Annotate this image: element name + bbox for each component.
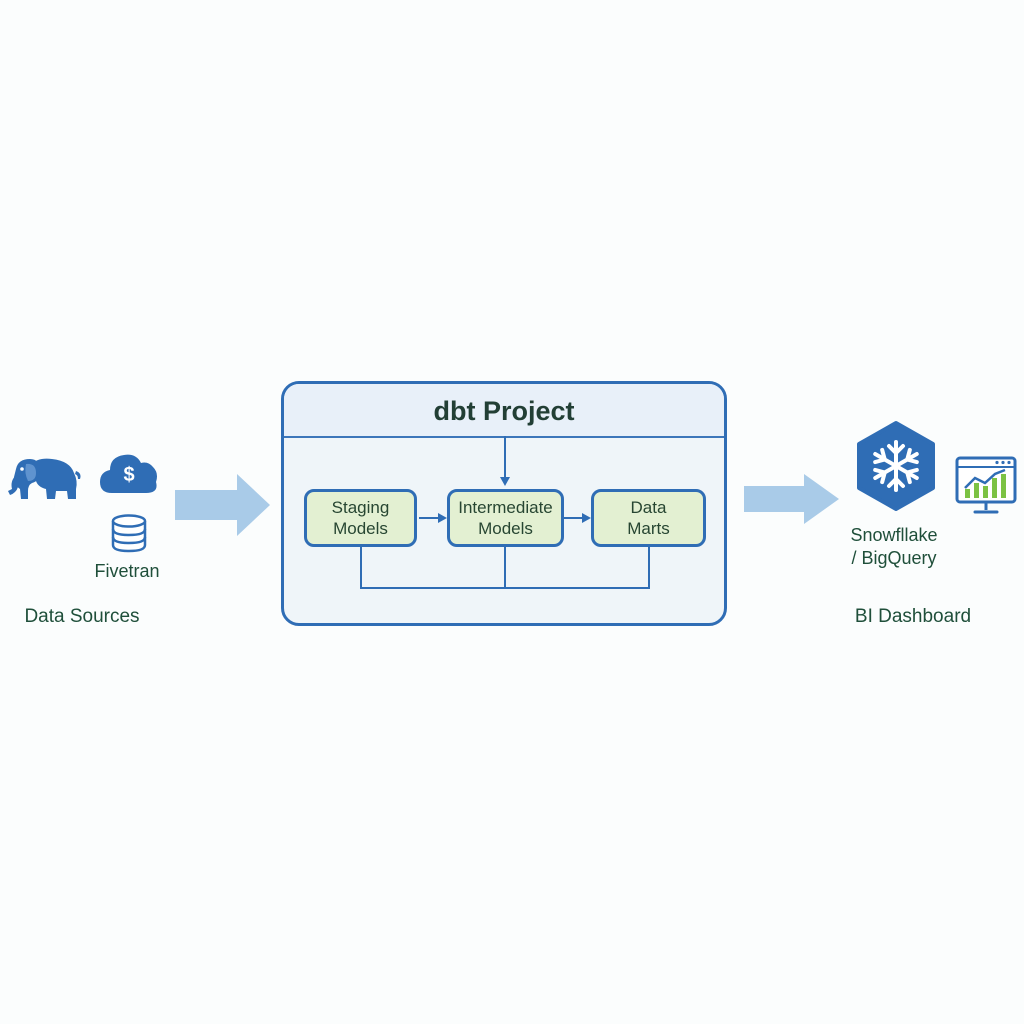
snowflake-hexagon-icon [857, 421, 935, 511]
cloud-dollar-icon: $ [100, 454, 157, 493]
dbt-project-title: dbt Project [433, 396, 575, 426]
flow-arrow-to-warehouse [744, 474, 839, 524]
fivetran-label: Fivetran [94, 561, 160, 581]
dbt-project-header: dbt Project [284, 384, 724, 438]
staging-models-box: Staging Models [304, 489, 417, 547]
flow-arrow-to-project [175, 474, 270, 536]
warehouse-label-line1: Snowfllake [850, 525, 938, 545]
data-marts-box: Data Marts [591, 489, 706, 547]
intermediate-models-label: Intermediate Models [458, 498, 553, 538]
warehouse-label-line2: / BigQuery [851, 548, 937, 568]
bi-dashboard-label: BI Dashboard [854, 606, 972, 627]
database-icon [111, 514, 147, 553]
data-sources-label: Data Sources [24, 606, 140, 627]
intermediate-models-box: Intermediate Models [447, 489, 564, 547]
elephant-icon [8, 458, 81, 499]
data-marts-label: Data Marts [627, 498, 670, 538]
dashboard-monitor-icon [955, 456, 1017, 514]
staging-models-label: Staging Models [331, 498, 390, 538]
dollar-sign: $ [123, 464, 134, 486]
